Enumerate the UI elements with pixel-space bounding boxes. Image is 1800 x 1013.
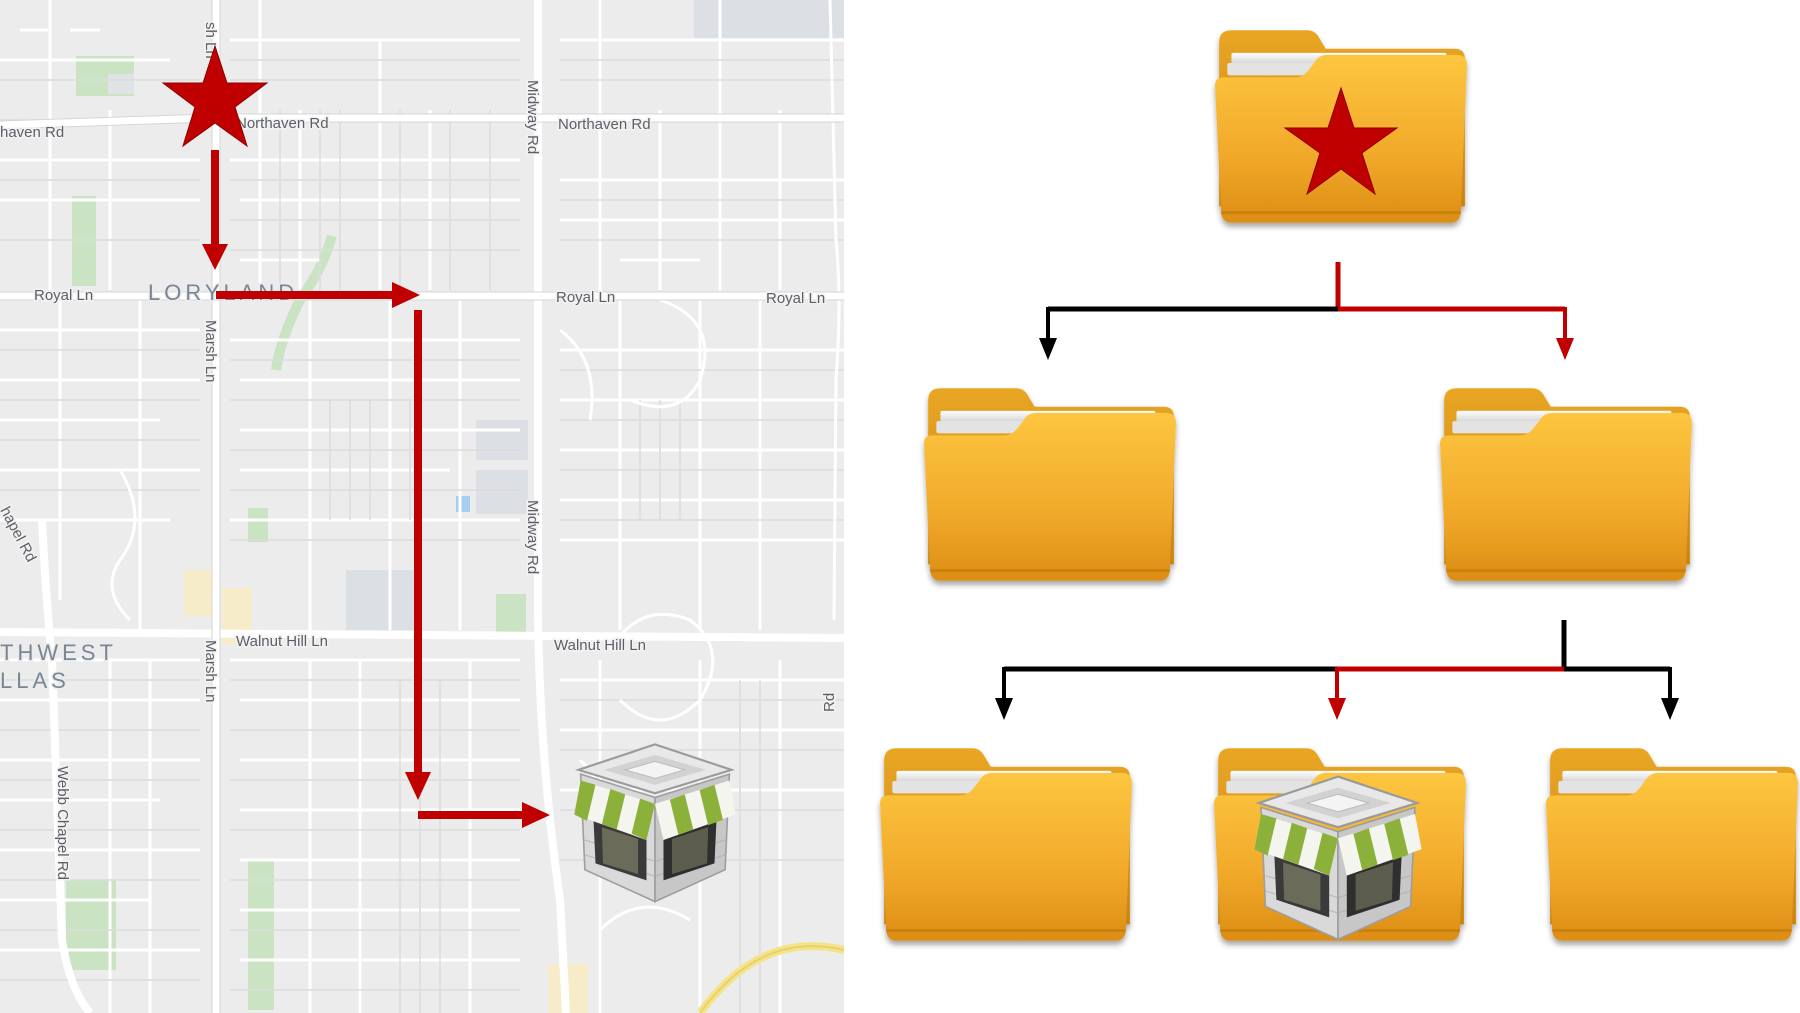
tree-arrowhead (995, 698, 1013, 720)
street-label: Webb Chapel Rd (54, 766, 71, 880)
folder-icon (878, 746, 1134, 943)
map-panel: sh Ln haven Rd Northaven Rd Midway Rd No… (0, 0, 844, 1013)
midway-road (534, 0, 570, 1013)
route-arrowhead (405, 772, 431, 800)
route-arrowhead (202, 244, 228, 270)
street-label: Rd (821, 693, 838, 712)
street-label: Royal Ln (766, 290, 825, 307)
lot-area (346, 570, 416, 630)
street-label: Northaven Rd (236, 115, 329, 132)
street-label: Royal Ln (34, 287, 93, 304)
area-label: LLAS (0, 668, 70, 693)
route (202, 150, 550, 828)
tree-arrowhead (1328, 698, 1346, 720)
park-area (66, 880, 116, 970)
route-arrowhead (522, 802, 550, 828)
lot-area (476, 470, 528, 514)
route-arrowhead (392, 282, 420, 308)
tree-arrowhead (1661, 698, 1679, 720)
folder-icon (1544, 746, 1800, 943)
street-label: Midway Rd (524, 500, 541, 574)
street-label: Midway Rd (524, 80, 541, 154)
tree-arrowhead (1039, 338, 1057, 360)
park-area (248, 860, 274, 1010)
tree-edges-level1 (1039, 262, 1574, 360)
right-edge-road (828, 0, 841, 621)
folder-tree (878, 28, 1800, 943)
commercial-area (184, 570, 214, 616)
street-label: haven Rd (0, 124, 64, 141)
park-area (496, 594, 526, 634)
star-icon (1283, 86, 1399, 196)
folder-icon (1438, 386, 1694, 583)
level1-folders (922, 386, 1694, 583)
tree-edges-level2 (995, 620, 1679, 720)
lot-area (108, 74, 134, 94)
street-label: Northaven Rd (558, 116, 651, 133)
panel-divider (844, 0, 845, 1013)
street-label: Walnut Hill Ln (236, 633, 328, 650)
area-label: THWEST (0, 640, 117, 665)
street-label: Walnut Hill Ln (554, 637, 646, 654)
park-area (72, 196, 96, 286)
tree-arrowhead (1556, 338, 1574, 360)
street-label: Marsh Ln (202, 640, 219, 703)
street-label: Marsh Ln (202, 320, 219, 383)
lot-area (694, 0, 844, 38)
lot-area (476, 420, 528, 460)
street-label: Royal Ln (556, 289, 615, 306)
folder-icon (922, 386, 1178, 583)
webb-chapel-road (38, 519, 94, 1013)
park-area (248, 508, 268, 542)
parcel-lines (0, 59, 844, 1013)
water-area (456, 496, 470, 512)
star-icon (161, 44, 269, 148)
